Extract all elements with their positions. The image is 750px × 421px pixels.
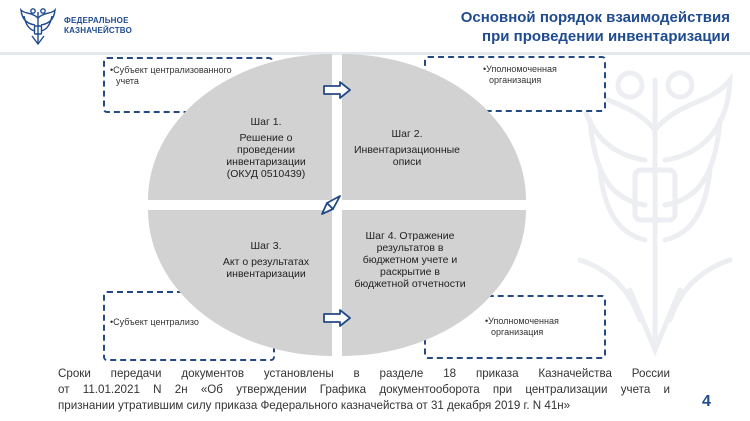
step-4-line-3: бюджетном учете и — [362, 254, 458, 266]
arrow-right-top-icon — [323, 81, 351, 99]
footer-line-1: Сроки передачи документов установлены в … — [58, 367, 670, 380]
box-top-left-line-1: •Субъект централизованного — [110, 65, 232, 75]
box-top-right-line-1: •Уполномоченная — [483, 64, 557, 74]
footer-line-2: от 11.01.2021 N 2н «Об утверждении Графи… — [58, 383, 670, 396]
step-1-line-1: Шаг 1. — [250, 116, 282, 128]
step-2-line-1: Шаг 2. — [391, 128, 423, 140]
box-top-right-text: •Уполномоченная организация — [483, 64, 557, 86]
step-4-line-5: бюджетной отчетности — [354, 278, 466, 290]
box-bottom-left-line-1: •Субъект централизо — [110, 317, 199, 327]
logo-wordmark: ФЕДЕРАЛЬНОЕ КАЗНАЧЕЙСТВО — [64, 16, 132, 36]
step-3-line-2: Акт о результатах — [222, 256, 310, 268]
box-top-left-text: •Субъект централизованного учета — [110, 65, 232, 87]
step-2-text: Шаг 2. Инвентаризационные описи — [342, 128, 472, 168]
step-3-line-3: инвентаризации — [226, 268, 306, 280]
logo-line-1: ФЕДЕРАЛЬНОЕ — [64, 16, 129, 25]
step-3-quadrant — [148, 210, 332, 356]
box-bottom-left-text: •Субъект централизо — [110, 317, 199, 328]
title-line-1: Основной порядок взаимодействия — [460, 9, 730, 26]
footer-note: Сроки передачи документов установлены в … — [58, 366, 670, 414]
footer-line-3: признании утратившим силу приказа Федера… — [58, 399, 571, 412]
step-2-line-2: Инвентаризационные — [353, 144, 461, 156]
step-3-text: Шаг 3. Акт о результатах инвентаризации — [206, 240, 326, 280]
step-1-line-4: инвентаризации — [226, 156, 306, 168]
arrow-diagonal-icon — [321, 195, 341, 215]
step-3-line-1: Шаг 3. — [250, 240, 282, 252]
box-bottom-right-line-1: •Уполномоченная — [485, 316, 559, 326]
arrow-right-bottom-icon — [323, 309, 351, 327]
step-2-quadrant — [342, 54, 526, 200]
step-1-text: Шаг 1. Решение о проведении инвентаризац… — [206, 116, 326, 180]
box-bottom-right-line-2: организация — [491, 327, 544, 337]
process-circle: Шаг 1. Решение о проведении инвентаризац… — [148, 54, 526, 356]
box-top-left-line-2: учета — [116, 76, 139, 86]
page-title: Основной порядок взаимодействия при пров… — [330, 8, 730, 46]
eagle-watermark-icon — [577, 70, 733, 357]
step-4-line-1: Шаг 4. Отражение — [365, 230, 455, 242]
page-number: 4 — [702, 393, 711, 410]
step-1-line-5: (ОКУД 0510439) — [226, 168, 306, 180]
step-4-line-4: раскрытие в — [380, 266, 440, 278]
slide-header: ФЕДЕРАЛЬНОЕ КАЗНАЧЕЙСТВО Основной порядо… — [0, 0, 750, 52]
step-1-line-2: Решение о — [239, 132, 293, 144]
step-4-line-2: результатов в — [376, 242, 444, 254]
eagle-emblem-icon — [20, 7, 56, 46]
title-line-2: при проведении инвентаризации — [482, 28, 730, 45]
logo-line-2: КАЗНАЧЕЙСТВО — [64, 26, 132, 35]
step-1-line-3: проведении — [237, 144, 295, 156]
step-4-text: Шаг 4. Отражение результатов в бюджетном… — [340, 230, 480, 290]
step-2-line-3: описи — [392, 156, 422, 168]
box-bottom-right-text: •Уполномоченная организация — [485, 316, 559, 338]
box-top-right-line-2: организация — [489, 75, 542, 85]
header-divider — [0, 52, 750, 55]
